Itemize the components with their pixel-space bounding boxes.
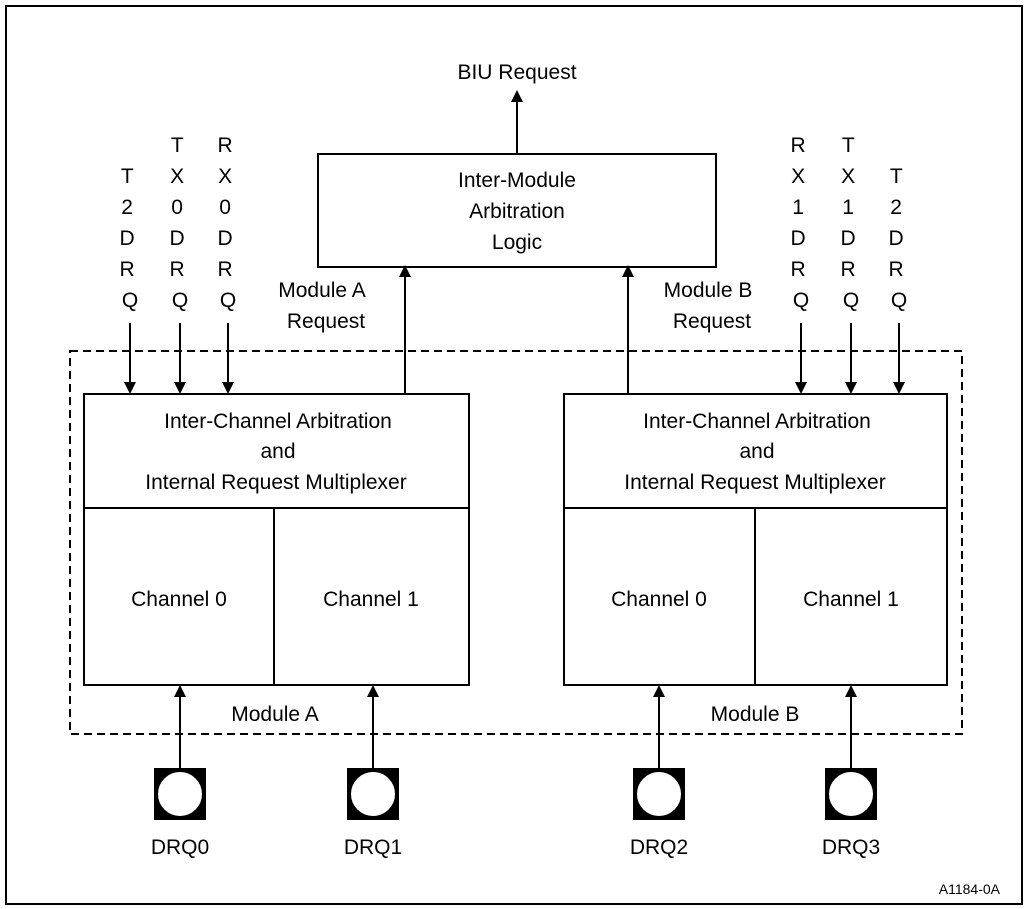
signal-label-rx0drq: R X 0 D R Q	[217, 134, 238, 312]
module-a-channel-1: Channel 1	[323, 588, 419, 611]
signal-char: R	[888, 258, 903, 281]
inter-module-line-3: Logic	[492, 231, 542, 254]
signal-char: 0	[219, 196, 231, 219]
pin-drq0-label: DRQ0	[151, 836, 209, 859]
signal-char: 0	[171, 196, 183, 219]
pin-drq2: DRQ2	[630, 685, 688, 859]
signal-char: T	[842, 134, 855, 157]
signal-label-tx0drq: T X 0 D R Q	[169, 134, 190, 312]
module-b-request-line-1: Module B	[664, 279, 753, 302]
module-a-request-line-1: Module A	[278, 279, 366, 302]
signal-label-tx1drq: T X 1 D R Q	[840, 134, 861, 312]
module-a-channel-0: Channel 0	[131, 588, 227, 611]
module-b-arbitration-line-3: Internal Request Multiplexer	[624, 471, 885, 494]
signal-char: T	[171, 134, 184, 157]
pin-drq1-label: DRQ1	[344, 836, 402, 859]
signal-char: D	[217, 227, 232, 250]
dma-unit-boundary	[69, 350, 963, 735]
pin-drq3-label: DRQ3	[822, 836, 880, 859]
module-a-arbitration-line-3: Internal Request Multiplexer	[145, 471, 406, 494]
signal-char: R	[119, 258, 134, 281]
signal-char: R	[840, 258, 855, 281]
module-a-block	[83, 393, 470, 686]
module-b-channel-0: Channel 0	[611, 588, 707, 611]
pin-drq2-circle	[635, 770, 683, 818]
signal-char: 2	[890, 196, 902, 219]
signal-char: T	[121, 165, 134, 188]
figure-frame	[5, 5, 1023, 905]
inter-module-arbitration-box	[317, 153, 717, 268]
module-b-arbitration-line-2: and	[739, 440, 774, 463]
signal-char: Q	[891, 289, 907, 312]
signal-char: D	[119, 227, 134, 250]
module-a-arbitration-line-1: Inter-Channel Arbitration	[164, 410, 392, 433]
module-b-label: Module B	[711, 703, 800, 726]
signal-char: T	[890, 165, 903, 188]
biu-request-label: BIU Request	[457, 61, 576, 84]
signal-char: X	[791, 165, 805, 188]
signal-char: Q	[793, 289, 809, 312]
module-a-request-line-2: Request	[287, 310, 365, 333]
module-a-arbitration-line-2: and	[260, 440, 295, 463]
module-b-request-line-2: Request	[673, 310, 751, 333]
signal-char: R	[790, 258, 805, 281]
pin-drq1-circle	[349, 770, 397, 818]
signal-char: X	[218, 165, 232, 188]
signal-char: Q	[172, 289, 188, 312]
signal-char: Q	[122, 289, 138, 312]
signal-char: D	[790, 227, 805, 250]
pin-drq0: DRQ0	[151, 685, 209, 859]
signal-char: Q	[843, 289, 859, 312]
signal-char: D	[840, 227, 855, 250]
signal-char: R	[790, 134, 805, 157]
module-a-label: Module A	[231, 703, 319, 726]
signal-char: 2	[121, 196, 133, 219]
signal-char: 1	[842, 196, 854, 219]
pin-drq1: DRQ1	[344, 685, 402, 859]
signal-char: R	[169, 258, 184, 281]
inter-module-line-1: Inter-Module	[458, 169, 576, 192]
pin-drq0-circle	[156, 770, 204, 818]
signal-char: X	[841, 165, 855, 188]
pin-drq3: DRQ3	[822, 685, 880, 859]
signal-char: Q	[220, 289, 236, 312]
signal-char: R	[217, 258, 232, 281]
pin-drq3-circle	[827, 770, 875, 818]
signal-label-t2drq-a: T 2 D R Q	[119, 165, 140, 312]
inter-module-line-2: Arbitration	[469, 200, 565, 223]
signal-label-rx1drq: R X 1 D R Q	[790, 134, 811, 312]
signal-char: 1	[792, 196, 804, 219]
signal-char: D	[169, 227, 184, 250]
figure-id: A1184-0A	[939, 881, 1001, 897]
signal-label-t2drq-b: T 2 D R Q	[888, 165, 909, 312]
module-b-arbitration-line-1: Inter-Channel Arbitration	[643, 410, 871, 433]
pin-drq2-label: DRQ2	[630, 836, 688, 859]
signal-char: R	[217, 134, 232, 157]
module-b-channel-1: Channel 1	[803, 588, 899, 611]
signal-char: D	[888, 227, 903, 250]
signal-char: X	[170, 165, 184, 188]
